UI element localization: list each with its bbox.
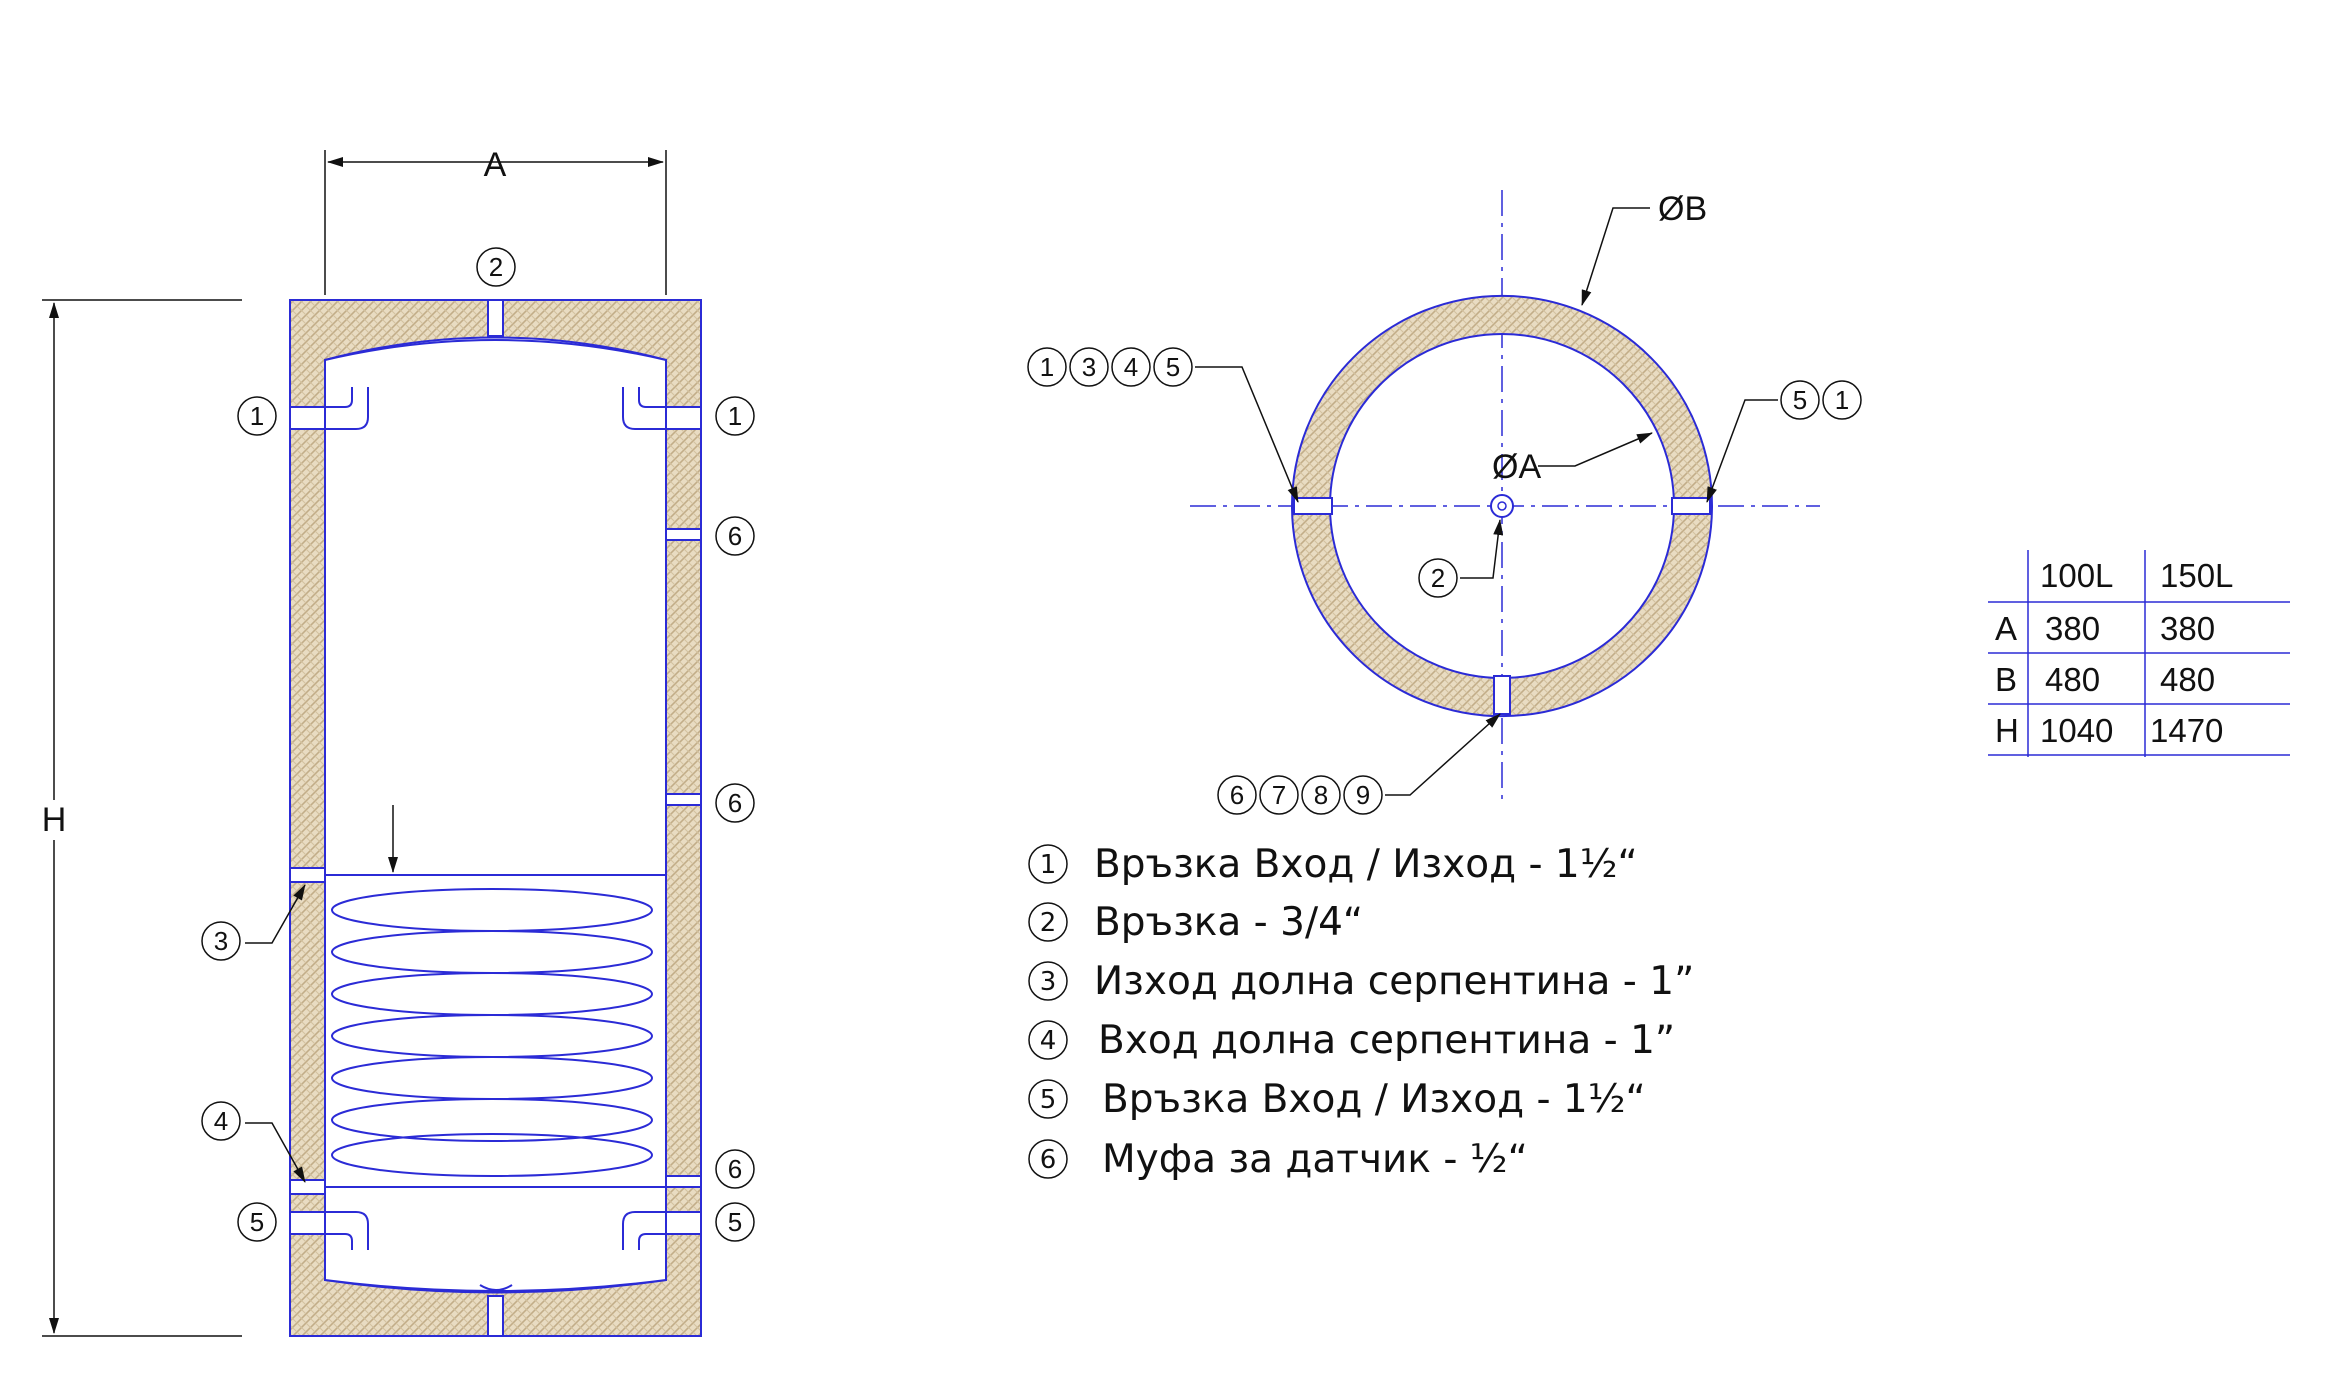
- legend-num-5-circle: [1028, 1079, 1068, 1119]
- callout-right-6b-text: 6: [728, 788, 742, 818]
- callout-left-1-text: 1: [250, 401, 264, 431]
- legend-text-1: Връзка Вход / Изход - 1½“: [1094, 842, 1638, 887]
- table-header-100l: 100L: [2040, 557, 2113, 594]
- plan-bottom-9-text: 9: [1356, 780, 1370, 810]
- callout-top-2: [476, 247, 516, 287]
- legend-num-6: 6: [1040, 1145, 1057, 1175]
- dimension-a: [324, 150, 667, 295]
- callout-right-5-text: 5: [728, 1207, 742, 1237]
- plan-left-1: [1027, 347, 1067, 387]
- callout-left-3: [201, 921, 241, 961]
- plan-center-2-text: 2: [1431, 563, 1445, 593]
- callout-top-2-text: 2: [489, 252, 503, 282]
- legend-num-4: 4: [1040, 1026, 1057, 1056]
- table-row-b-150l: 480: [2160, 661, 2215, 698]
- callout-left-1: [237, 396, 277, 436]
- dimension-a-label: A: [484, 146, 507, 184]
- table-row-b-100l: 480: [2045, 661, 2100, 698]
- outer-diameter-label: ØB: [1658, 190, 1707, 228]
- plan-left-4: [1111, 347, 1151, 387]
- legend-text-6: Муфа за датчик - ½“: [1102, 1137, 1528, 1182]
- plan-left-3-text: 3: [1082, 352, 1096, 382]
- plan-left-4-text: 4: [1124, 352, 1138, 382]
- callout-right-6b: [715, 783, 755, 823]
- table-row-a-100l: 380: [2045, 610, 2100, 647]
- plan-left-1-text: 1: [1040, 352, 1054, 382]
- legend-num-1: 1: [1040, 850, 1057, 880]
- plan-center-2: [1418, 558, 1458, 598]
- callout-right-6c: [715, 1149, 755, 1189]
- legend-text-3: Изход долна серпентина - 1”: [1094, 959, 1694, 1004]
- dimension-table: 100L 150L A 380 380 B 480 480 H 1040 147…: [1988, 550, 2290, 757]
- legend-text-4: Вход долна серпентина - 1”: [1098, 1018, 1675, 1063]
- plan-bottom-7: [1259, 775, 1299, 815]
- plan-bottom-6: [1217, 775, 1257, 815]
- callout-left-4: [201, 1101, 241, 1141]
- callout-left-5-text: 5: [250, 1207, 264, 1237]
- legend-num-6-circle: [1028, 1139, 1068, 1179]
- plan-right-5: [1780, 380, 1820, 420]
- callout-right-5: [715, 1202, 755, 1242]
- table-row-h-100l: 1040: [2040, 712, 2113, 749]
- legend-num-3-circle: [1028, 961, 1068, 1001]
- callout-right-6a-text: 6: [728, 521, 742, 551]
- plan-right-1-text: 1: [1835, 385, 1849, 415]
- plan-left-5: [1153, 347, 1193, 387]
- plan-bottom-8-text: 8: [1314, 780, 1328, 810]
- callout-right-6c-text: 6: [728, 1154, 742, 1184]
- heat-exchanger-coil: [325, 874, 666, 1188]
- plan-bottom-8: [1301, 775, 1341, 815]
- legend-num-3: 3: [1040, 967, 1057, 997]
- plan-right-5-text: 5: [1793, 385, 1807, 415]
- legend-text-2: Връзка - 3/4“: [1094, 900, 1363, 945]
- dimension-h-label: H: [42, 801, 67, 839]
- legend-text-5: Връзка Вход / Изход - 1½“: [1102, 1077, 1646, 1122]
- callout-right-6a: [715, 516, 755, 556]
- legend-num-2-circle: [1028, 902, 1068, 942]
- plan-bottom-7-text: 7: [1272, 780, 1286, 810]
- legend-num-5: 5: [1040, 1085, 1057, 1115]
- plan-bottom-6-text: 6: [1230, 780, 1244, 810]
- table-row-b-label: B: [1995, 661, 2017, 698]
- port-openings: [289, 299, 702, 1337]
- callout-right-1-text: 1: [728, 401, 742, 431]
- callout-left-5: [237, 1202, 277, 1242]
- legend: 1 2 3 4 5 6 Връзка Вход / Изход - 1½“ Вр…: [1028, 842, 1694, 1182]
- legend-num-1-circle: [1028, 844, 1068, 884]
- connection-pipes: [290, 387, 701, 1250]
- callout-right-1: [715, 396, 755, 436]
- table-row-h-label: H: [1995, 712, 2019, 749]
- table-row-a-150l: 380: [2160, 610, 2215, 647]
- table-header-150l: 150L: [2160, 557, 2233, 594]
- plan-left-3: [1069, 347, 1109, 387]
- callout-left-4-text: 4: [214, 1106, 228, 1136]
- table-row-a-label: A: [1995, 610, 2017, 647]
- plan-view: ØB ØA 1 3 4 5 5 1 2 6 7 8 9: [1027, 190, 1862, 815]
- table-row-h-150l: 1470: [2150, 712, 2223, 749]
- legend-num-4-circle: [1028, 1020, 1068, 1060]
- tank-inner-wall: [324, 339, 667, 1292]
- plan-bottom-9: [1343, 775, 1383, 815]
- inner-diameter-label: ØA: [1492, 448, 1541, 486]
- legend-num-2: 2: [1040, 908, 1057, 938]
- plan-right-1: [1822, 380, 1862, 420]
- elevation-view: A H 2 1 3: [34, 146, 755, 1337]
- elevation-callouts: [201, 247, 755, 1242]
- callout-left-3-text: 3: [214, 926, 228, 956]
- plan-left-5-text: 5: [1166, 352, 1180, 382]
